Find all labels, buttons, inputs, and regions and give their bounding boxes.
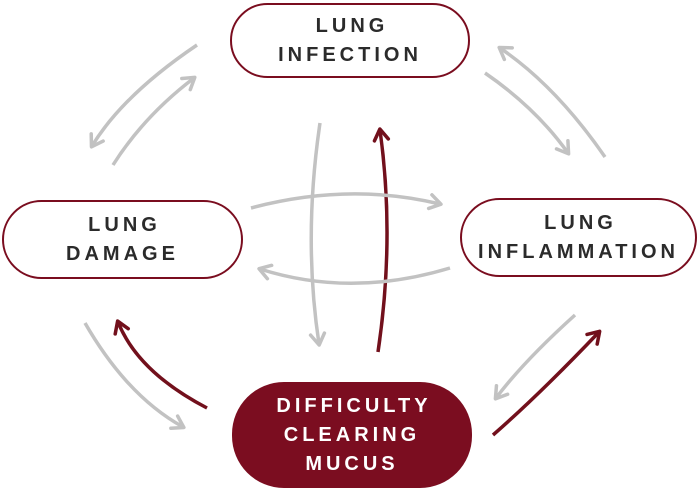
node-difficulty-clearing-mucus: DIFFICULTY CLEARING MUCUS bbox=[232, 382, 472, 488]
edge-damage-to-mucus-arrow bbox=[83, 322, 186, 431]
node-lung-inflammation: LUNG INFLAMMATION bbox=[460, 198, 697, 277]
node-lung-damage: LUNG DAMAGE bbox=[2, 200, 243, 279]
edge-mucus-to-infection-arrow bbox=[372, 127, 391, 353]
edge-infection-to-damage-arrow bbox=[89, 43, 198, 149]
edge-damage-to-inflammation-arrow bbox=[250, 192, 443, 211]
edge-infection-to-inflammation-arrow bbox=[484, 71, 571, 156]
edge-inflammation-to-mucus-arrow bbox=[493, 313, 577, 401]
edge-inflammation-to-damage-arrow bbox=[257, 263, 451, 285]
edge-mucus-to-inflammation-arrow bbox=[491, 329, 602, 437]
edge-inflammation-to-infection-arrow bbox=[497, 45, 607, 158]
edge-infection-to-mucus-arrow bbox=[308, 122, 327, 347]
node-lung-infection: LUNG INFECTION bbox=[230, 3, 470, 78]
edge-damage-to-infection-arrow bbox=[111, 75, 197, 166]
edge-mucus-to-damage-arrow bbox=[113, 319, 208, 410]
